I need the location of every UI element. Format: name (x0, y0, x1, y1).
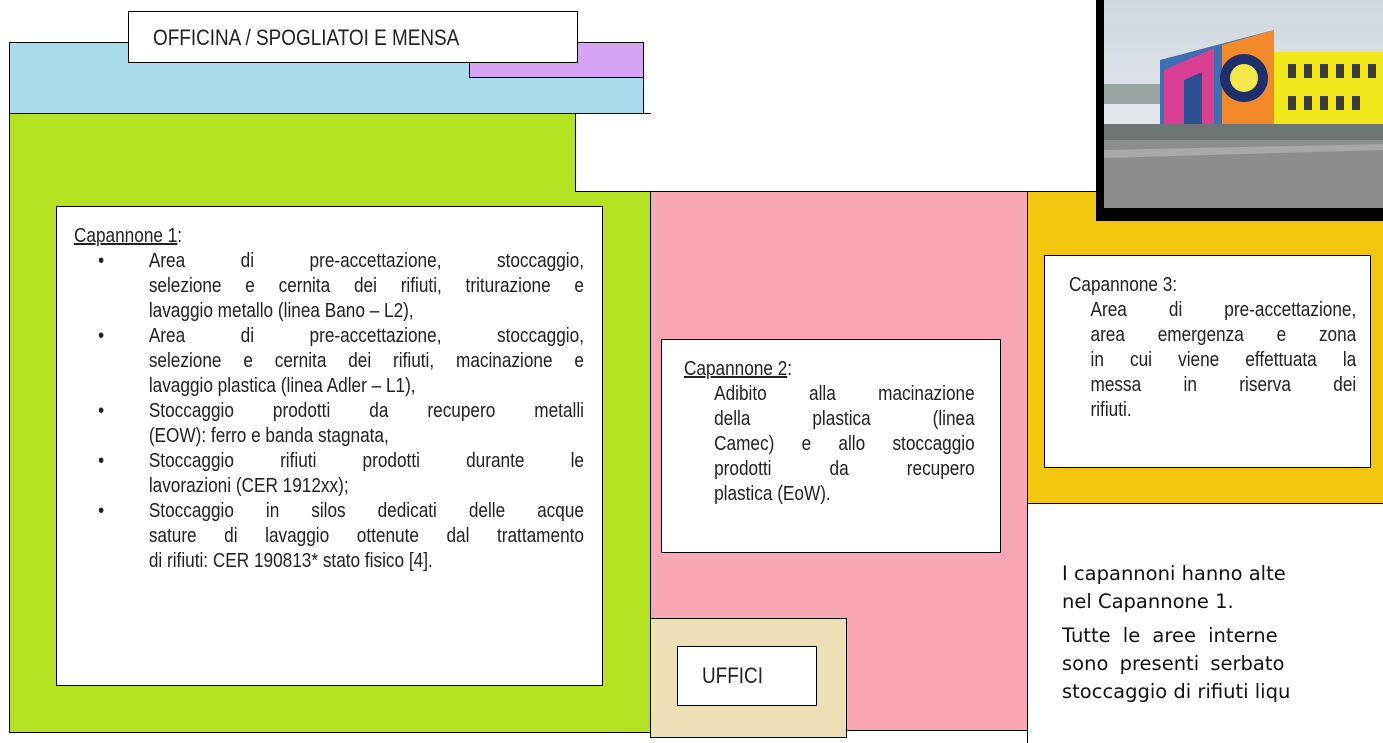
list-item: Area di pre-accettazione, stoccaggio, se… (74, 324, 584, 399)
list-line: lavaggio plastica (linea Adler – L1), (148, 375, 416, 397)
capannone2-line: della plastica (linea (714, 408, 975, 430)
capannone3-line: rifiuti. (1090, 399, 1132, 421)
uffici-label: UFFICI (702, 663, 763, 688)
capannone3-text: Area di pre-accettazione, area emergenza… (1069, 298, 1357, 423)
list-item: Stoccaggio prodotti da recupero metalli … (74, 399, 584, 449)
list-item: Stoccaggio in silos dedicati delle acque… (74, 499, 584, 574)
capannone2-title: Capannone 2 (684, 358, 788, 380)
capannone2-heading: Capannone 2: (684, 357, 975, 382)
list-line: (EOW): ferro e banda stagnata, (148, 425, 389, 447)
list-item: Stoccaggio rifiuti prodotti durante le l… (74, 449, 584, 499)
building-photo-image (1104, 0, 1383, 208)
capannone1-box: Capannone 1: Area di pre-accettazione, s… (56, 206, 603, 686)
capannone2-line: plastica (EoW). (714, 483, 831, 505)
list-item: Area di pre-accettazione, stoccaggio, se… (74, 249, 584, 324)
list-line: Area di pre-accettazione, stoccaggio, (148, 250, 584, 272)
capannone2-colon: : (787, 358, 793, 380)
building-photo (1096, 0, 1383, 221)
uffici-box: UFFICI (677, 646, 817, 706)
capannone2-line: prodotti da recupero (714, 458, 975, 480)
bottom-line: I capannoni hanno alte (1062, 562, 1286, 585)
capannone2-box: Capannone 2: Adibito alla macinazione de… (661, 339, 1001, 553)
capannone3-line: messa in riserva dei (1090, 374, 1357, 396)
list-line: lavaggio metallo (linea Bano – L2), (148, 300, 414, 322)
capannone2-content: Capannone 2: Adibito alla macinazione de… (684, 357, 975, 507)
officina-label-box: OFFICINA / SPOGLIATOI E MENSA (128, 11, 578, 63)
capannone3-title: Capannone 3: (1069, 274, 1178, 296)
capannone3-box: Capannone 3: Area di pre-accettazione, a… (1044, 255, 1371, 468)
list-line: lavorazioni (CER 1912xx); (148, 475, 349, 497)
capannone2-text: Adibito alla macinazione della plastica … (684, 382, 975, 507)
list-line: Area di pre-accettazione, stoccaggio, (148, 325, 584, 347)
bottom-line: stoccaggio di rifiuti liqu (1062, 680, 1291, 703)
bottom-line: sono presenti serbato (1062, 652, 1285, 675)
capannone1-title: Capannone 1 (74, 225, 178, 247)
capannone2-line: Adibito alla macinazione (714, 383, 975, 405)
list-line: di rifiuti: CER 190813* stato fisico [4]… (148, 550, 433, 572)
capannone1-list: Area di pre-accettazione, stoccaggio, se… (74, 249, 584, 574)
capannone3-line: area emergenza e zona (1090, 324, 1357, 346)
list-line: selezione e cernita dei rifiuti, tritura… (148, 275, 584, 297)
bottom-text: I capannoni hanno alte nel Capannone 1. … (1062, 560, 1290, 706)
list-line: sature di lavaggio ottenute dal trattame… (148, 525, 584, 547)
officina-label: OFFICINA / SPOGLIATOI E MENSA (153, 25, 460, 50)
capannone1-content: Capannone 1: Area di pre-accettazione, s… (74, 224, 584, 574)
white-area (1027, 503, 1383, 743)
bottom-line: Tutte le aree interne (1062, 624, 1278, 647)
capannone3-content: Capannone 3: Area di pre-accettazione, a… (1069, 273, 1356, 423)
list-line: selezione e cernita dei rifiuti, macinaz… (148, 350, 584, 372)
capannone3-line: Area di pre-accettazione, (1090, 299, 1357, 321)
list-line: Stoccaggio in silos dedicati delle acque (148, 500, 584, 522)
capannone2-line: Camec) e allo stoccaggio (714, 433, 975, 455)
list-line: Stoccaggio prodotti da recupero metalli (148, 400, 584, 422)
capannone1-colon: : (177, 225, 183, 247)
list-line: Stoccaggio rifiuti prodotti durante le (148, 450, 584, 472)
capannone3-line: in cui viene effettuata la (1090, 349, 1357, 371)
capannone1-heading: Capannone 1: (74, 224, 584, 249)
bottom-line: nel Capannone 1. (1062, 590, 1234, 613)
